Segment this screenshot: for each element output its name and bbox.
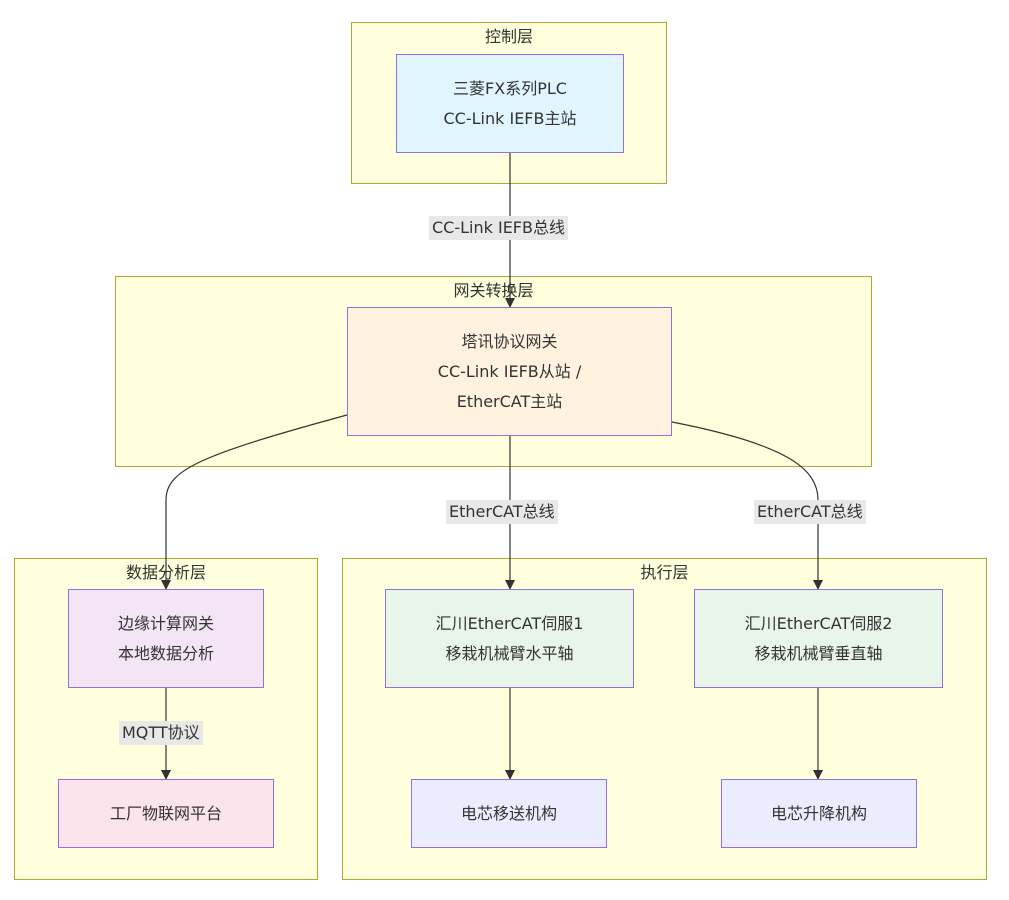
node-iot-platform-line1: 工厂物联网平台 xyxy=(109,803,222,823)
node-servo2-line2: 移栽机械臂垂直轴 xyxy=(754,643,883,663)
node-plc-line2: CC-Link IEFB主站 xyxy=(443,108,577,128)
node-iot-platform: 工厂物联网平台 xyxy=(58,779,274,848)
node-plc-line1: 三菱FX系列PLC xyxy=(453,78,567,98)
node-protocol-gateway: 塔讯协议网关 CC-Link IEFB从站 / EtherCAT主站 xyxy=(347,307,672,436)
cluster-title-execution: 执行层 xyxy=(640,563,689,582)
cluster-title-control: 控制层 xyxy=(484,27,533,46)
node-cell-transfer-line1: 电芯移送机构 xyxy=(460,803,557,823)
node-servo1: 汇川EtherCAT伺服1 移栽机械臂水平轴 xyxy=(385,589,634,688)
edge-label-cclink-bus: CC-Link IEFB总线 xyxy=(429,216,568,240)
node-edge-compute-line1: 边缘计算网关 xyxy=(117,613,214,633)
node-gateway-line3: EtherCAT主站 xyxy=(456,391,563,411)
node-gateway-line1: 塔讯协议网关 xyxy=(461,331,558,351)
edge-label-ethercat-bus-1: EtherCAT总线 xyxy=(446,500,558,524)
cluster-title-gateway: 网关转换层 xyxy=(453,281,534,300)
node-edge-compute-gateway: 边缘计算网关 本地数据分析 xyxy=(68,589,264,688)
edge-label-ethercat-bus-2: EtherCAT总线 xyxy=(754,500,866,524)
node-cell-lift-line1: 电芯升降机构 xyxy=(770,803,867,823)
edge-label-mqtt: MQTT协议 xyxy=(119,721,203,745)
node-gateway-line2: CC-Link IEFB从站 / xyxy=(437,361,582,381)
node-plc: 三菱FX系列PLC CC-Link IEFB主站 xyxy=(396,54,624,153)
node-servo1-line2: 移栽机械臂水平轴 xyxy=(445,643,574,663)
node-cell-lift: 电芯升降机构 xyxy=(721,779,917,848)
edge-gateway-to-servo2 xyxy=(671,421,823,590)
node-edge-compute-line2: 本地数据分析 xyxy=(117,643,214,663)
node-servo1-line1: 汇川EtherCAT伺服1 xyxy=(435,613,584,633)
edge-gateway-to-edge-compute xyxy=(161,414,348,590)
node-servo2: 汇川EtherCAT伺服2 移栽机械臂垂直轴 xyxy=(694,589,943,688)
node-servo2-line1: 汇川EtherCAT伺服2 xyxy=(744,613,893,633)
node-cell-transfer: 电芯移送机构 xyxy=(411,779,607,848)
